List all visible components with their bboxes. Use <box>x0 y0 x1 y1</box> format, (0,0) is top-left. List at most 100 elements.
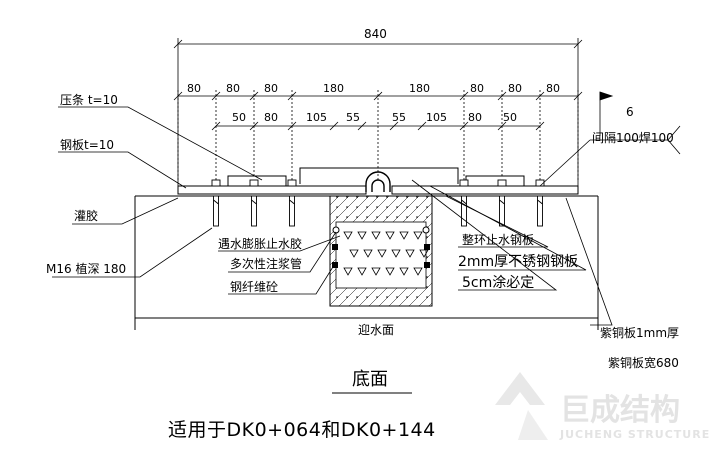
bolt-nut-0 <box>211 179 221 187</box>
dim-row2-tick-2 <box>287 121 297 131</box>
dim-top-1: 80 <box>187 82 201 95</box>
dim-second-8: 50 <box>503 111 517 124</box>
watermark-cn: 巨成结构 <box>560 393 680 428</box>
overall-dimension-value: 840 <box>364 27 387 41</box>
concrete-aggregate-mark <box>399 231 409 240</box>
drawing-caption: 适用于DK0+064和DK0+144 <box>168 419 436 441</box>
dimension-row-2 <box>211 121 545 131</box>
dim-second-7: 80 <box>468 111 482 124</box>
bolt-thread-0 <box>213 199 219 205</box>
label-copper-width: 紫铜板宽680 <box>608 355 679 370</box>
bolt-shank-1 <box>251 195 257 227</box>
dim-top-4: 180 <box>323 82 344 95</box>
concrete-aggregate-mark <box>391 249 401 258</box>
joint-body <box>329 195 433 307</box>
concrete-aggregate-mark <box>413 267 423 276</box>
dim-row2-tick-5 <box>389 121 399 131</box>
dim-row2-tick-6 <box>417 121 427 131</box>
label-bolt: M16 植深 180 <box>46 261 126 276</box>
concrete-aggregate-mark <box>405 249 415 258</box>
grout-pipe-right <box>422 226 430 234</box>
concrete-aggregate-mark <box>343 267 353 276</box>
dim-row2-tick-9 <box>535 121 545 131</box>
bolt-thread-2 <box>289 199 295 205</box>
bolt-nut-4 <box>497 179 507 187</box>
drawing-title: 底面 <box>352 369 388 390</box>
concrete-aggregate-mark <box>377 249 387 258</box>
dim-second-4: 55 <box>346 111 360 124</box>
concrete-aggregate-mark <box>371 267 381 276</box>
swell-stop-right <box>424 244 430 250</box>
dim-top-2: 80 <box>226 82 240 95</box>
steel-plate-right <box>391 185 579 195</box>
swell-stop-right-2 <box>424 262 430 268</box>
label-pressure-strip: 压条 t=10 <box>60 93 118 107</box>
concrete-aggregate-mark <box>363 249 373 258</box>
dim-second-2: 80 <box>264 111 278 124</box>
concrete-aggregate-mark <box>371 231 381 240</box>
stainless-cover-plate <box>299 167 459 184</box>
leader-lines <box>52 91 681 326</box>
swell-stop-left-2 <box>332 262 338 268</box>
label-ring-plate: 整环止水钢板 <box>462 232 534 247</box>
label-swell-stop: 遇水膨胀止水胶 <box>218 236 302 251</box>
dim-row2-tick-7 <box>459 121 469 131</box>
bolt-thread-1 <box>251 199 257 205</box>
dimension-row-2-labels: 50 80 105 55 55 105 80 50 <box>232 111 517 124</box>
bolt-shank-4 <box>499 195 505 227</box>
weld-symbol-value: 6 <box>626 105 634 119</box>
swell-stop-left <box>332 244 338 250</box>
watermark-en: JUCHENG STRUCTURE <box>559 428 710 441</box>
dimension-row-1 <box>173 90 583 180</box>
dim-second-6: 105 <box>426 111 447 124</box>
watermark-logo-icon <box>495 372 545 405</box>
label-copper-thickness: 紫铜板1mm厚 <box>600 325 679 340</box>
water-stop-omega <box>365 171 391 192</box>
anchor-bolts <box>211 179 545 227</box>
dim-row2-tick-0 <box>211 121 221 131</box>
callout-labels: 压条 t=10 钢板t=10 灌胶 M16 植深 180 遇水膨胀止水胶 多次性… <box>46 93 679 370</box>
bolt-thread-4 <box>499 199 505 205</box>
dim-second-1: 50 <box>232 111 246 124</box>
dim-top-7: 80 <box>508 82 522 95</box>
weld-spacing-note: 间隔100焊100 <box>592 130 674 145</box>
bolt-shank-0 <box>213 195 219 227</box>
dimension-row-1-labels: 80 80 80 180 180 80 80 80 <box>187 82 560 95</box>
bolt-nut-2 <box>287 179 297 187</box>
concrete-aggregate-mark <box>399 267 409 276</box>
steel-plate-left <box>177 185 367 195</box>
dim-second-3: 105 <box>306 111 327 124</box>
concrete-aggregate-mark <box>357 267 367 276</box>
dim-row2-tick-3 <box>329 121 339 131</box>
dim-top-5: 180 <box>409 82 430 95</box>
bolt-nut-1 <box>249 179 259 187</box>
bolt-shank-5 <box>537 195 543 227</box>
grout-pipe-left <box>332 226 340 234</box>
watermark: 巨成结构 JUCHENG STRUCTURE <box>495 372 710 441</box>
bolt-thread-5 <box>537 199 543 205</box>
concrete-aggregate-mark <box>413 231 423 240</box>
concrete-aggregate-mark <box>385 267 395 276</box>
dim-top-8: 80 <box>546 82 560 95</box>
label-steel-plate: 钢板t=10 <box>60 138 114 152</box>
label-water-face: 迎水面 <box>358 323 394 337</box>
dim-top-3: 80 <box>264 82 278 95</box>
concrete-aggregate-mark <box>349 249 359 258</box>
bolt-shank-3 <box>461 195 467 227</box>
concrete-aggregate-mark <box>357 231 367 240</box>
label-coating: 5cm涂必定 <box>462 275 534 291</box>
dim-row2-tick-1 <box>249 121 259 131</box>
label-stainless: 2mm厚不锈钢钢板 <box>458 254 578 270</box>
label-fiber-concrete: 钢纤维砼 <box>230 280 278 294</box>
bolt-thread-3 <box>461 199 467 205</box>
dim-top-6: 80 <box>470 82 484 95</box>
label-grout-pipe: 多次性注浆管 <box>230 256 302 271</box>
bolt-shank-2 <box>289 195 295 227</box>
concrete-aggregate-mark <box>343 231 353 240</box>
dim-row2-tick-4 <box>357 121 367 131</box>
bolt-nut-3 <box>459 179 469 187</box>
dim-second-5: 55 <box>392 111 406 124</box>
concrete-aggregate-mark <box>385 231 395 240</box>
